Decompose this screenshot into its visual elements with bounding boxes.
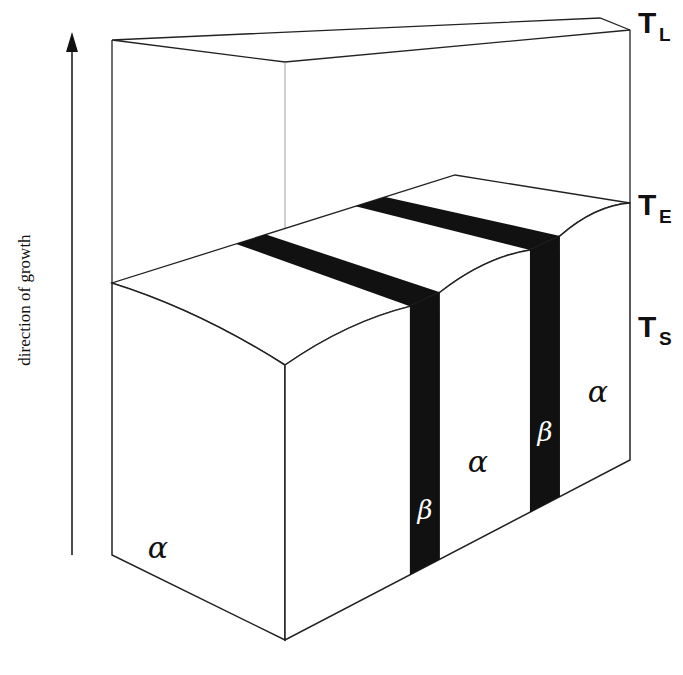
liquid-box-edge bbox=[111, 40, 112, 283]
axis-label: direction of growth bbox=[16, 234, 33, 365]
liquid-box-edge bbox=[629, 30, 630, 203]
phase-label: α bbox=[468, 447, 488, 477]
phase-label: β bbox=[537, 419, 552, 445]
beta-lamella-strip bbox=[410, 292, 440, 575]
phase-label: β bbox=[417, 497, 432, 523]
temperature-symbol: T bbox=[638, 190, 656, 220]
growth-arrow-line bbox=[71, 48, 73, 555]
beta-lamella-top bbox=[356, 197, 560, 250]
growth-arrow-head bbox=[66, 32, 78, 52]
liquid-top-face bbox=[112, 18, 630, 62]
phase-label: α bbox=[588, 377, 608, 407]
beta-lamella-strip bbox=[530, 236, 560, 512]
temperature-symbol: T bbox=[638, 312, 656, 342]
beta-lamella-top bbox=[236, 235, 440, 307]
phase-label: α bbox=[148, 533, 168, 563]
temperature-symbol: T bbox=[638, 8, 656, 38]
temperature-subscript: S bbox=[659, 329, 672, 348]
alpha-left-face bbox=[112, 283, 285, 640]
temperature-subscript: L bbox=[659, 25, 671, 44]
front-face bbox=[285, 203, 630, 640]
temperature-subscript: E bbox=[659, 207, 672, 226]
